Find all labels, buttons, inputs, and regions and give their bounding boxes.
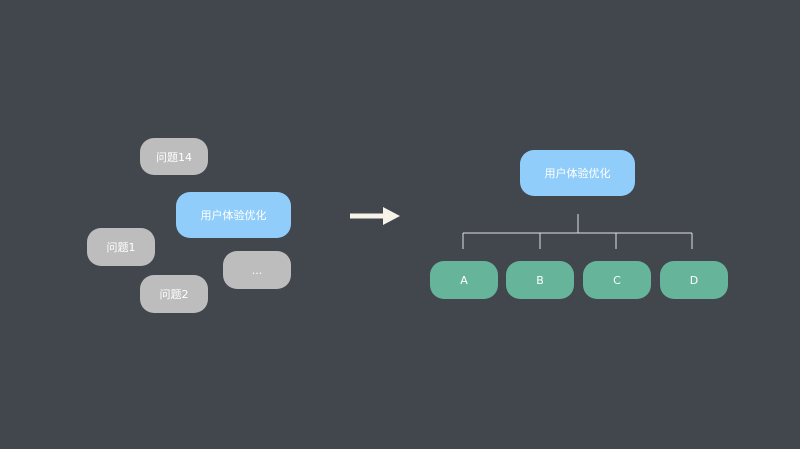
tree-child-c: C: [583, 261, 651, 299]
tree-child-d: D: [660, 261, 728, 299]
problem-node-14: 问题14: [140, 138, 208, 175]
tree-child-a: A: [430, 261, 498, 299]
right-arrow-icon: [350, 207, 400, 225]
problem-node-1: 问题1: [87, 228, 155, 266]
topic-node-ux: 用户体验优化: [176, 192, 291, 238]
tree-root-node: 用户体验优化: [520, 150, 635, 196]
tree-child-b: B: [506, 261, 574, 299]
ellipsis-node: ...: [223, 251, 291, 289]
problem-node-2: 问题2: [140, 275, 208, 313]
